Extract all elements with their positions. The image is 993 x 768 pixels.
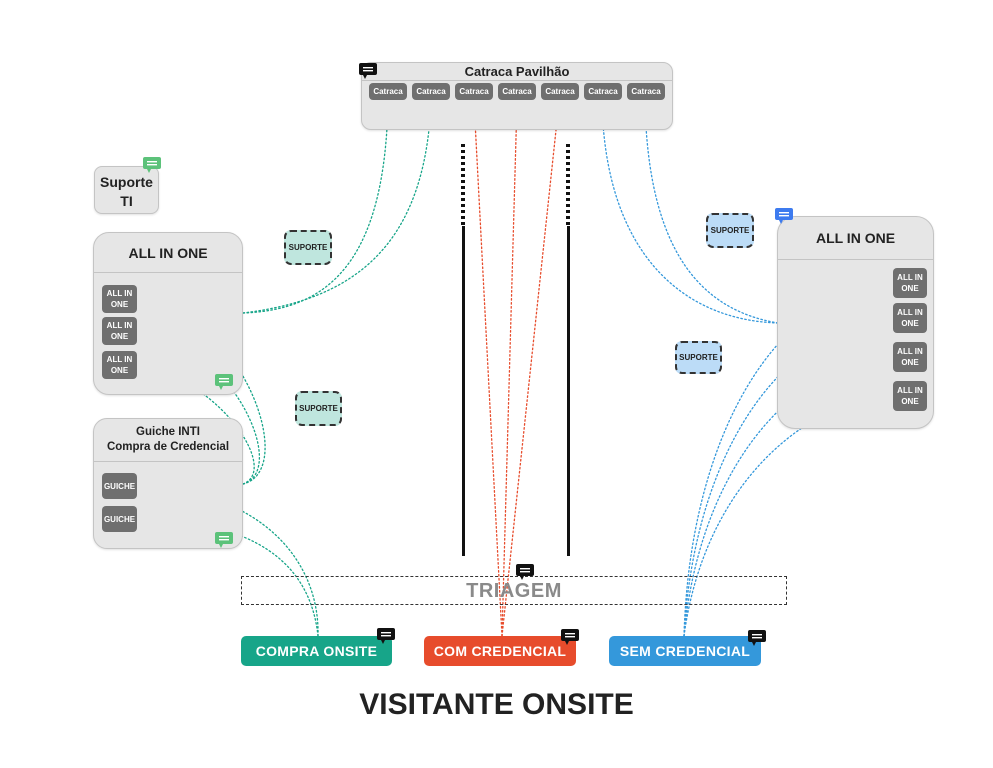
- comment-icon[interactable]: [376, 627, 396, 645]
- chip-line-2: ONE: [901, 358, 919, 367]
- catraca-gate-4[interactable]: Catraca: [498, 83, 536, 100]
- chip-line-1: ALL IN: [106, 321, 133, 330]
- guiche-title-line-2: Compra de Credencial: [106, 441, 230, 453]
- guiche-inti-title: Guiche INTI Compra de Credencial: [94, 419, 242, 462]
- suporte-tag-left-mid[interactable]: SUPORTE: [295, 391, 342, 426]
- corridor-wall-right: [567, 226, 570, 556]
- chip-line-2: ONE: [110, 332, 129, 341]
- catraca-gate-3[interactable]: Catraca: [455, 83, 493, 100]
- teal-flow-2: [242, 100, 435, 314]
- all-in-one-right-chip-2[interactable]: ALL IN ONE: [893, 303, 927, 333]
- corridor-wall-left-dashed: [461, 144, 465, 226]
- catraca-gate-1[interactable]: Catraca: [369, 83, 407, 100]
- all-in-one-right-chip-1[interactable]: ALL IN ONE: [893, 268, 927, 298]
- all-in-one-right-chip-3[interactable]: ALL IN ONE: [893, 342, 927, 372]
- all-in-one-left-chip-3[interactable]: ALL IN ONE: [102, 351, 137, 379]
- chip-line-2: ONE: [110, 300, 129, 309]
- all-in-one-right-chip-4[interactable]: ALL IN ONE: [893, 381, 927, 411]
- suporte-ti-label-2: TI: [120, 193, 133, 209]
- chip-line-1: ALL IN: [897, 308, 923, 317]
- comment-icon[interactable]: [358, 62, 378, 80]
- teal-flow-4: [137, 328, 261, 485]
- catraca-gate-5[interactable]: Catraca: [541, 83, 579, 100]
- all-in-one-left-chip-1[interactable]: ALL IN ONE: [102, 285, 137, 313]
- compra-onsite-entry[interactable]: COMPRA ONSITE: [241, 636, 392, 666]
- red-flow-1: [471, 100, 503, 637]
- catraca-gate-6[interactable]: Catraca: [584, 83, 622, 100]
- chip-line-1: ALL IN: [106, 289, 133, 298]
- chip-line-2: ONE: [110, 366, 129, 375]
- blue-flow-1: [598, 100, 779, 324]
- guiche-chip-1[interactable]: GUICHE: [102, 473, 137, 499]
- chip-line-1: ALL IN: [897, 386, 923, 395]
- red-flow-2: [501, 100, 521, 637]
- comment-icon[interactable]: [774, 207, 794, 225]
- chip-line-2: ONE: [901, 284, 919, 293]
- chip-line-1: ALL IN: [897, 347, 923, 356]
- corridor-wall-left: [462, 226, 465, 556]
- blue-flow-3: [683, 280, 894, 637]
- chip-line-2: ONE: [901, 397, 919, 406]
- chip-line-1: ALL IN: [106, 355, 133, 364]
- comment-icon[interactable]: [747, 629, 767, 647]
- guiche-chip-2[interactable]: GUICHE: [102, 506, 137, 532]
- com-credencial-entry[interactable]: COM CREDENCIAL: [424, 636, 576, 666]
- main-title: VISITANTE ONSITE: [359, 688, 634, 721]
- sem-credencial-entry[interactable]: SEM CREDENCIAL: [609, 636, 761, 666]
- comment-icon[interactable]: [515, 563, 535, 581]
- catraca-gate-2[interactable]: Catraca: [412, 83, 450, 100]
- suporte-ti-box[interactable]: Suporte TI: [94, 166, 159, 214]
- triagem-zone[interactable]: TRIAGEM: [241, 576, 787, 605]
- all-in-one-right-title: ALL IN ONE: [778, 217, 933, 260]
- blue-flow-2: [641, 100, 779, 324]
- comment-icon[interactable]: [560, 628, 580, 646]
- guiche-title-line-1: Guiche INTI: [136, 426, 200, 438]
- comment-icon[interactable]: [142, 156, 162, 174]
- teal-flow-1: [242, 100, 392, 314]
- suporte-tag-left-top[interactable]: SUPORTE: [284, 230, 332, 265]
- comment-icon[interactable]: [214, 373, 234, 391]
- catraca-pavilhao-title: Catraca Pavilhão: [362, 63, 672, 81]
- chip-line-2: ONE: [901, 319, 919, 328]
- all-in-one-left-title: ALL IN ONE: [94, 233, 242, 273]
- red-flow-3: [501, 100, 562, 637]
- comment-icon[interactable]: [214, 531, 234, 549]
- chip-line-1: ALL IN: [897, 273, 923, 282]
- suporte-ti-label-1: Suporte: [100, 174, 153, 190]
- suporte-tag-right-mid[interactable]: SUPORTE: [675, 341, 722, 374]
- all-in-one-left-chip-2[interactable]: ALL IN ONE: [102, 317, 137, 345]
- suporte-tag-right-top[interactable]: SUPORTE: [706, 213, 754, 248]
- catraca-gate-7[interactable]: Catraca: [627, 83, 665, 100]
- corridor-wall-right-dashed: [566, 144, 570, 226]
